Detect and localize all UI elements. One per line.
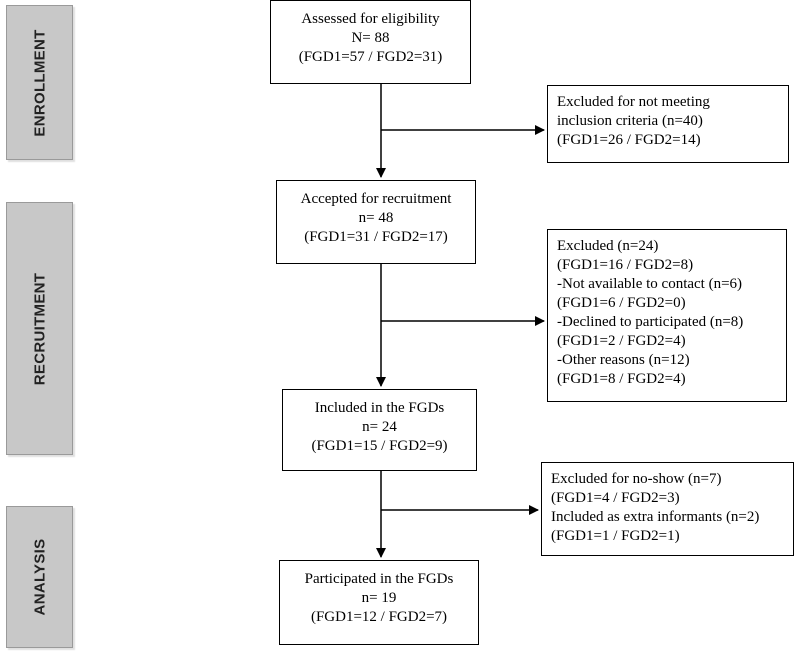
participated-title: Participated in the FGDs	[304, 571, 454, 587]
excluded-noshow-line-2: (FGD1=4 / FGD2=3)	[551, 490, 680, 506]
box-included-in-fgds: Included in the FGDs n= 24 (FGD1=15 / FG…	[282, 389, 477, 471]
assessed-title: Assessed for eligibility	[301, 11, 440, 27]
box-excluded-recruitment: Excluded (n=24) (FGD1=16 / FGD2=8) -Not …	[547, 229, 787, 402]
phase-label-enrollment: ENROLLMENT	[6, 5, 73, 160]
excluded-criteria-line-1: Excluded for not meeting	[557, 94, 710, 110]
box-assessed-for-eligibility: Assessed for eligibility N= 88 (FGD1=57 …	[270, 0, 471, 84]
excluded-noshow-line-1: Excluded for no-show (n=7)	[551, 471, 722, 487]
assessed-breakdown: (FGD1=57 / FGD2=31)	[298, 49, 443, 65]
phase-label-recruitment: RECRUITMENT	[6, 202, 73, 455]
accepted-count: n= 48	[358, 210, 394, 226]
excluded-recruitment-line-4: (FGD1=6 / FGD2=0)	[557, 295, 686, 311]
excluded-noshow-line-4: (FGD1=1 / FGD2=1)	[551, 528, 680, 544]
box-participated-in-fgds: Participated in the FGDs n= 19 (FGD1=12 …	[279, 560, 479, 645]
included-breakdown: (FGD1=15 / FGD2=9)	[311, 438, 448, 454]
excluded-recruitment-line-8: (FGD1=8 / FGD2=4)	[557, 371, 686, 387]
box-excluded-no-show: Excluded for no-show (n=7) (FGD1=4 / FGD…	[541, 462, 794, 556]
accepted-title: Accepted for recruitment	[300, 191, 452, 207]
participated-count: n= 19	[361, 590, 397, 606]
excluded-criteria-line-3: (FGD1=26 / FGD2=14)	[557, 132, 701, 148]
included-count: n= 24	[362, 419, 397, 435]
excluded-recruitment-line-6: (FGD1=2 / FGD2=4)	[557, 333, 686, 349]
accepted-breakdown: (FGD1=31 / FGD2=17)	[304, 229, 448, 245]
participated-breakdown: (FGD1=12 / FGD2=7)	[310, 609, 448, 625]
phase-label-analysis: ANALYSIS	[6, 506, 73, 648]
excluded-criteria-line-2: inclusion criteria (n=40)	[557, 113, 703, 129]
excluded-noshow-line-3: Included as extra informants (n=2)	[551, 509, 760, 525]
box-accepted-for-recruitment: Accepted for recruitment n= 48 (FGD1=31 …	[276, 180, 476, 264]
excluded-recruitment-line-3: -Not available to contact (n=6)	[557, 276, 743, 292]
excluded-recruitment-line-7: -Other reasons (n=12)	[557, 352, 690, 368]
box-excluded-inclusion-criteria: Excluded for not meeting inclusion crite…	[547, 85, 789, 163]
excluded-recruitment-line-1: Excluded (n=24)	[557, 238, 659, 254]
assessed-count: N= 88	[351, 30, 390, 46]
included-title: Included in the FGDs	[314, 400, 445, 416]
excluded-recruitment-line-2: (FGD1=16 / FGD2=8)	[557, 257, 694, 273]
excluded-recruitment-line-5: -Declined to participated (n=8)	[557, 314, 744, 330]
